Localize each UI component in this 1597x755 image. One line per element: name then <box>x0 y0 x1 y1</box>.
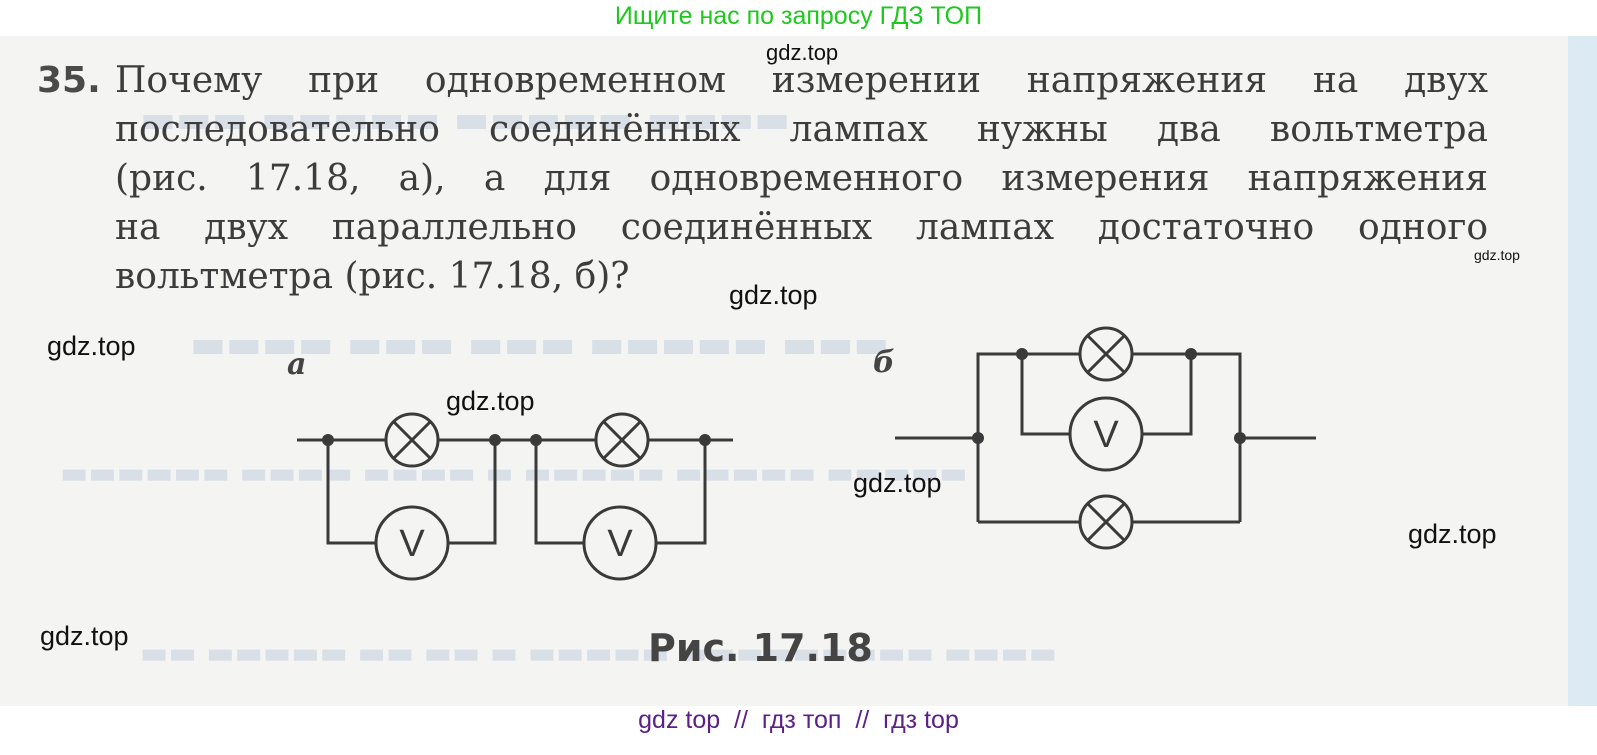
junction-dots <box>322 434 711 446</box>
problem-text-line: вольтметра (рис. 17.18, б)? <box>115 256 630 297</box>
watermark: gdz.top <box>853 468 942 498</box>
lamp-icon <box>1078 494 1134 550</box>
circuit-a <box>297 438 733 545</box>
watermark: gdz.top <box>47 331 136 361</box>
figure-label-b: б <box>873 345 895 380</box>
problem-text-line: последовательно соединённых лампах нужны… <box>115 109 1488 150</box>
problem-number: 35. <box>37 60 101 101</box>
lamp-icon <box>1078 326 1134 382</box>
watermark: gdz.top <box>40 621 129 651</box>
voltmeter-symbol: V <box>1093 414 1119 456</box>
bottom-banner: gdz top // гдз топ // гдз top <box>0 706 1597 755</box>
watermark: gdz.top <box>766 40 839 65</box>
watermark: gdz.top <box>1474 247 1520 263</box>
circuit-b <box>895 352 1316 524</box>
page-edge <box>1568 36 1597 706</box>
watermark: gdz.top <box>446 386 535 416</box>
figure-label-a: а <box>287 347 307 382</box>
bottom-banner-text: gdz top // гдз топ // гдз top <box>638 706 959 734</box>
voltmeter-icon <box>582 505 658 581</box>
voltmeter-symbol: V <box>399 523 425 565</box>
junction-dots <box>972 348 1246 444</box>
show-through-decoration: ▬▬▬ ▬▬▬▬▬ ▬▬▬▬▬ ▬▬▬▬ <box>140 96 791 141</box>
lamp-icon <box>384 412 440 468</box>
top-banner-text: Ищите нас по запросу ГДЗ ТОП <box>614 2 983 30</box>
voltmeter-symbol: V <box>607 523 633 565</box>
problem-text-line: (рис. 17.18, а), а для одновременного из… <box>115 158 1488 199</box>
problem-text-line: на двух параллельно соединённых лампах д… <box>115 207 1488 248</box>
figure-caption: Рис. 17.18 <box>648 626 873 670</box>
lamp-icon <box>594 412 650 468</box>
voltmeter-icon <box>1068 396 1144 472</box>
voltmeter-icon <box>374 505 450 581</box>
circuit-diagrams: V V <box>297 326 1316 581</box>
top-banner: Ищите нас по запросу ГДЗ ТОП <box>0 0 1597 36</box>
watermark: gdz.top <box>729 280 818 310</box>
show-through-decoration: ▬▬▬▬▬▬ ▬▬▬▬ ▬▬▬▬ ▬ ▬▬▬▬▬ ▬▬▬▬▬ ▬▬▬▬▬ <box>60 456 968 491</box>
problem-text-line: Почему при одновременном измерении напря… <box>115 60 1488 101</box>
show-through-decoration: ▬▬ ▬▬▬▬▬ ▬▬ ▬▬ ▬ ▬▬▬▬▬ ▬▬▬▬▬▬▬▬▬ ▬▬▬▬ <box>140 636 1058 671</box>
watermark: gdz.top <box>1408 519 1497 549</box>
show-through-decoration: ▬▬▬▬ ▬▬▬ ▬▬▬ ▬▬▬▬▬ ▬▬▬ <box>190 321 890 366</box>
textbook-page: ▬▬▬ ▬▬▬▬▬ ▬▬▬▬▬ ▬▬▬▬ ▬▬▬▬ ▬▬▬ ▬▬▬ ▬▬▬▬▬ … <box>0 36 1568 706</box>
